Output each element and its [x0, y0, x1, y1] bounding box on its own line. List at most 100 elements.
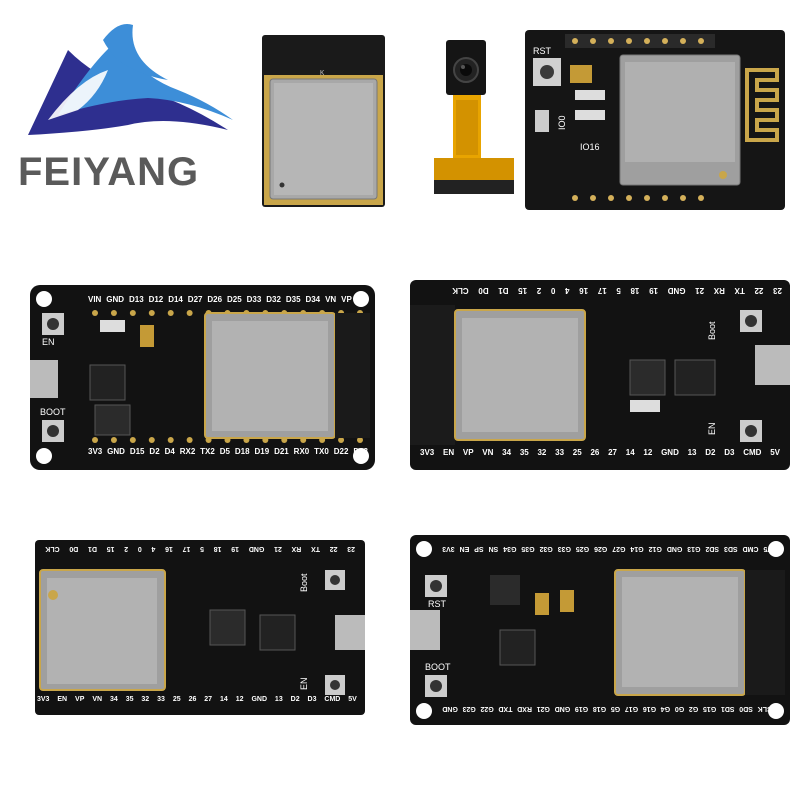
pin-label: 2 — [536, 286, 542, 295]
pin-label: 12 — [643, 448, 653, 457]
pin-label: G16 — [642, 705, 657, 712]
pin-label: 27 — [204, 696, 213, 703]
header-pin — [129, 310, 136, 316]
pin-label: VP — [462, 448, 474, 457]
pin-label: G5 — [610, 705, 621, 712]
pin-label: D25 — [227, 295, 242, 304]
pin-label: 0 — [550, 286, 556, 295]
pin-label: G27 — [612, 545, 626, 552]
pin-label: 19 — [231, 545, 240, 552]
pin-label: G22 — [480, 705, 494, 712]
pin-label: SD3 — [723, 545, 738, 552]
boot-label-c: BOOT — [425, 662, 451, 672]
header-pin — [186, 437, 193, 443]
pin-label: G33 — [557, 545, 571, 552]
pin-label: SP — [474, 545, 484, 552]
pin-label: VP — [341, 295, 352, 304]
pin-label: RX — [713, 286, 725, 295]
pin-label: RXD — [517, 705, 532, 712]
pin-label: D12 — [148, 295, 164, 304]
pin-label: G13 — [687, 545, 701, 552]
pin-label: D5 — [219, 447, 230, 456]
pin-label: GND — [107, 447, 125, 456]
pin-label: 32 — [141, 696, 150, 703]
pin-label: 18 — [213, 545, 222, 552]
pin-label: 14 — [625, 448, 635, 457]
pin-label: D14 — [168, 295, 183, 304]
pin-label: G32 — [539, 545, 553, 552]
header-pin — [129, 437, 136, 443]
pin-label: 25 — [572, 448, 582, 457]
pin-label: 5 — [616, 286, 621, 295]
pin-label: D15 — [129, 447, 145, 456]
pin-label: 17 — [597, 286, 607, 295]
pin-label: D18 — [234, 447, 250, 456]
pin-label: GND — [106, 295, 125, 304]
pin-label: 0 — [137, 545, 142, 552]
pin-label: GND — [251, 696, 267, 703]
en-label-a: EN — [707, 422, 717, 435]
pin-label: VN — [482, 448, 494, 457]
pin-label: 34 — [502, 448, 512, 457]
pin-label: SD2 — [705, 545, 720, 552]
pin-label: G25 — [575, 545, 590, 552]
camera-module — [428, 40, 518, 200]
pin-label: G26 — [594, 545, 608, 552]
pin-label: SN — [488, 545, 499, 552]
pin-label: D34 — [305, 295, 321, 304]
pin-label: D21 — [274, 447, 289, 456]
pin-label: GND — [248, 545, 265, 552]
en-label: EN — [42, 337, 55, 347]
pin-label: GND — [666, 545, 683, 552]
pin-label: VN — [325, 295, 337, 304]
pin-label: G35 — [521, 545, 535, 552]
pin-label: G2 — [688, 705, 699, 712]
pin-label: EN — [57, 696, 68, 703]
pin-label: G19 — [574, 705, 589, 712]
pin-label: 32 — [537, 448, 547, 457]
pin-label: SD1 — [720, 705, 735, 712]
header-pin — [357, 437, 363, 443]
pin-label: VIN — [88, 295, 102, 304]
rst-label: RST — [533, 46, 552, 56]
header-pin — [186, 310, 193, 316]
pin-label: CLK — [45, 545, 60, 552]
pin-label: D26 — [207, 295, 223, 304]
pin-label: 5V — [770, 448, 780, 457]
pin-label: 25 — [172, 696, 181, 703]
pin-label: 14 — [220, 696, 228, 703]
pin-label: D13 — [128, 295, 144, 304]
pin-label: TX — [311, 545, 320, 552]
pin-label: GND — [667, 286, 686, 295]
pin-label: CLK — [757, 705, 772, 712]
pin-label: D2 — [149, 447, 160, 456]
esp32-cam-board: RST IO0 IO16 — [525, 30, 785, 210]
pin-label: D23 — [353, 447, 368, 456]
pin-label: 2 — [124, 545, 129, 552]
pin-label: 16 — [165, 545, 173, 552]
pin-label: 23 — [773, 286, 782, 295]
pin-label: D3 — [724, 448, 735, 457]
pin-label: 21 — [274, 545, 282, 552]
header-pin — [167, 310, 174, 316]
pin-label: 35 — [519, 448, 529, 457]
pin-label: 26 — [188, 696, 197, 703]
en-label-b: EN — [299, 677, 309, 690]
pin-label: TX0 — [314, 447, 329, 456]
pin-label: TX2 — [200, 447, 215, 456]
pin-label: GND — [661, 448, 679, 457]
pin-label: D3 — [307, 696, 317, 703]
boot-label-a: Boot — [707, 321, 717, 340]
pin-label: 3V3 — [88, 447, 103, 456]
pin-label: CMD — [742, 545, 759, 552]
pin-label: D1 — [498, 286, 509, 295]
pin-label: 15 — [518, 286, 528, 295]
header-pin — [110, 437, 117, 443]
